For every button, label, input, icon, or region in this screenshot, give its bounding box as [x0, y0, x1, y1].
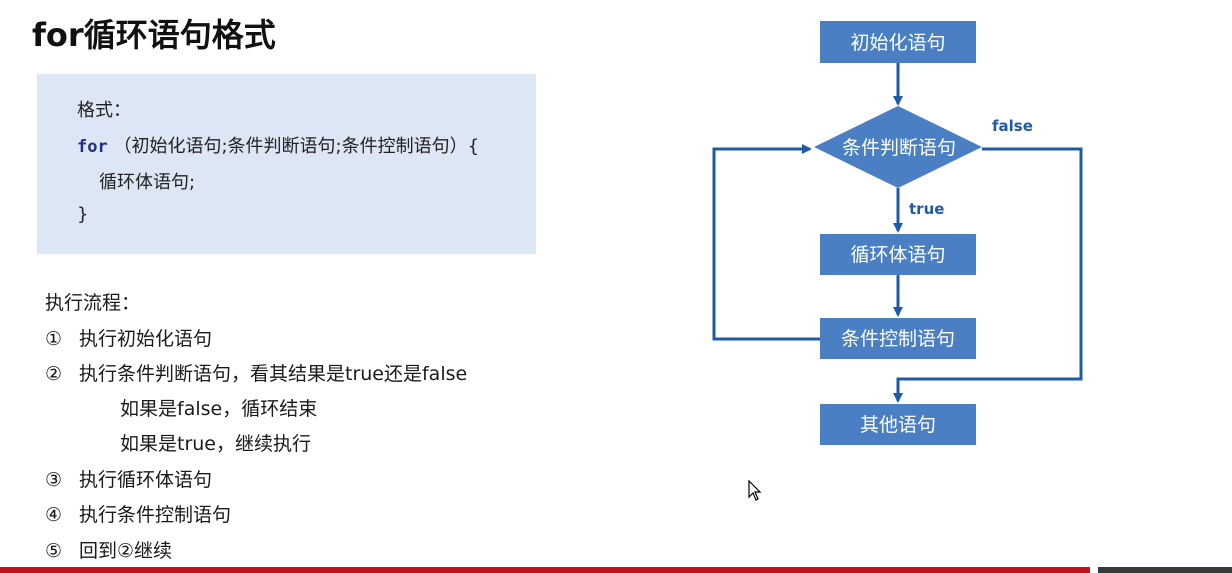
for-keyword: for: [77, 137, 108, 157]
mouse-pointer-icon: [748, 480, 762, 501]
step-3: ③ 执行循环体语句: [45, 465, 212, 492]
false-label: false: [992, 117, 1033, 135]
node-control: [820, 318, 976, 359]
step-text: 执行初始化语句: [79, 328, 213, 350]
node-control-label: 条件控制语句: [841, 328, 955, 350]
syntax-for-line: for （初始化语句;条件判断语句;条件控制语句）{: [77, 132, 479, 158]
node-other: [820, 404, 976, 445]
step-2-true: 如果是true，继续执行: [120, 429, 311, 456]
node-body: [820, 234, 976, 275]
step-number: ①: [45, 328, 63, 350]
page-title: for循环语句格式: [32, 16, 276, 54]
syntax-close: }: [77, 204, 89, 225]
arrow-control-loop-back: [712, 144, 820, 341]
syntax-label: 格式：: [77, 100, 131, 121]
step-text: 如果是false，循环结束: [120, 398, 318, 420]
step-number: ②: [45, 363, 63, 385]
node-init-label: 初始化语句: [850, 32, 945, 54]
step-text: 执行条件判断语句，看其结果是true还是false: [79, 363, 468, 385]
node-body-label: 循环体语句: [850, 244, 945, 266]
true-label: true: [909, 200, 944, 218]
step-text: 回到②继续: [79, 540, 173, 562]
syntax-body: 循环体语句;: [99, 172, 196, 193]
step-1: ① 执行初始化语句: [45, 324, 212, 351]
bottom-bar-red: [0, 567, 1090, 573]
node-condition: [814, 106, 982, 188]
syntax-box: 格式： for （初始化语句;条件判断语句;条件控制语句）{ 循环体语句; }: [37, 74, 536, 254]
step-number: ⑤: [45, 540, 63, 562]
for-header: （初始化语句;条件判断语句;条件控制语句）{: [113, 136, 480, 157]
node-condition-label: 条件判断语句: [842, 137, 956, 159]
step-text: 执行循环体语句: [79, 469, 213, 491]
step-4: ④ 执行条件控制语句: [45, 500, 231, 527]
node-init: [820, 21, 976, 63]
step-5: ⑤ 回到②继续: [45, 536, 172, 563]
step-text: 如果是true，继续执行: [120, 433, 311, 455]
step-2-false: 如果是false，循环结束: [120, 394, 317, 421]
step-text: 执行条件控制语句: [79, 504, 232, 526]
arrow-false-to-other: [893, 147, 1083, 403]
step-number: ④: [45, 504, 63, 526]
node-other-label: 其他语句: [860, 414, 936, 436]
step-number: ③: [45, 469, 63, 491]
bottom-bar-dark: [1098, 567, 1232, 573]
step-2: ② 执行条件判断语句，看其结果是true还是false: [45, 359, 467, 386]
steps-heading: 执行流程：: [45, 292, 141, 314]
